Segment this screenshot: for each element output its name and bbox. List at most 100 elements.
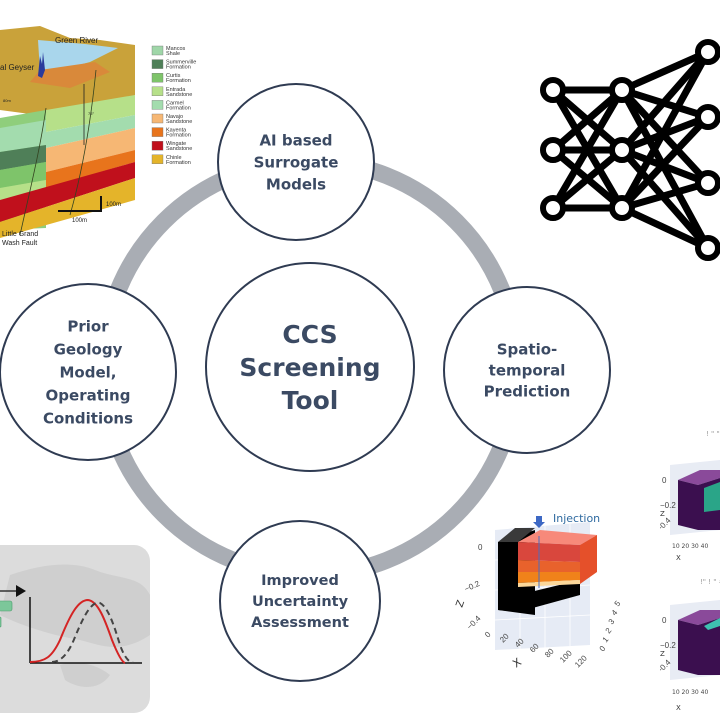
block-top	[678, 610, 720, 625]
scale-bar	[58, 196, 102, 212]
terrain-orange	[30, 62, 110, 88]
y-tick: 0	[598, 644, 608, 654]
label-distance: 80m	[3, 98, 11, 103]
nn-node	[695, 104, 720, 130]
plume-layer-4	[518, 580, 580, 587]
z-tick: −0.2	[660, 641, 676, 650]
label-scale-horizontal: 100m	[72, 218, 87, 224]
z-axis-label: Z	[660, 510, 665, 518]
nn-edge	[620, 48, 710, 94]
plume-layer-3	[518, 572, 580, 583]
block-front	[678, 620, 698, 675]
nn-node	[609, 77, 635, 103]
node-bottom-label-line: Uncertainty	[252, 594, 349, 610]
block-black-top	[498, 528, 535, 542]
legend-label: Kayenta	[166, 128, 187, 134]
z-tick: 0	[662, 616, 667, 625]
node-right-circle	[443, 286, 611, 454]
nn-edge	[620, 204, 710, 252]
block-side	[698, 618, 720, 675]
x-ticks: 10 20 30 40	[672, 689, 708, 696]
node-left-label-line: Model,	[60, 363, 117, 381]
green-box	[0, 616, 2, 628]
y-tick: 5	[613, 599, 623, 609]
node-right-label-line: temporal	[489, 361, 566, 379]
legend-swatch	[151, 113, 164, 124]
node-bottom-circle	[219, 520, 381, 682]
plume-teal	[704, 618, 720, 630]
nn-edge	[618, 50, 712, 210]
block-front	[678, 480, 698, 530]
node-right-label-line: Prediction	[484, 382, 571, 400]
legend-label: Entrada	[166, 87, 186, 93]
prior-distribution-curve	[29, 598, 126, 664]
node-left-circle	[0, 283, 177, 461]
y-tick: 3	[607, 617, 617, 627]
node-left-label-line: Geology	[54, 340, 123, 358]
legend-swatch	[151, 86, 164, 97]
nn-node	[540, 195, 566, 221]
label-fault-2: Wash Fault	[2, 240, 37, 247]
center-node-circle	[205, 262, 415, 472]
legend-label: Formation	[166, 78, 191, 84]
legend-label: Formation	[166, 133, 191, 139]
layer-summerville-front	[0, 145, 46, 170]
block-black-bottom	[498, 580, 580, 612]
injection-arrow-icon	[533, 516, 545, 528]
uncertainty-distribution-figure	[0, 545, 150, 713]
label-green-river: Green River	[55, 36, 98, 45]
arrow-head-icon	[16, 585, 26, 597]
legend-swatch	[151, 154, 164, 165]
x-ticks: 10 20 30 40	[672, 543, 708, 550]
node-left-label-line: Operating	[46, 386, 131, 404]
layer-side-chinle	[0, 178, 135, 238]
legend-label: Curtis	[166, 73, 181, 79]
nn-edge	[621, 179, 709, 212]
injection-label: Injection	[553, 512, 600, 525]
legend-label: Sandstone	[166, 146, 192, 152]
label-angle: 75°	[88, 111, 94, 116]
z-tick: 0	[662, 476, 667, 485]
layer-side-navajo	[46, 128, 135, 172]
posterior-distribution-curve	[51, 601, 135, 664]
x-tick: 0	[483, 630, 493, 640]
plume-layer-1	[518, 542, 580, 562]
legend-label: Sandstone	[166, 119, 192, 125]
x-axis-label: X	[676, 554, 681, 562]
layer-carmel-front	[0, 120, 46, 152]
node-left-label-line: Prior	[67, 317, 109, 335]
legend-label: Sandstone	[166, 92, 192, 98]
nn-node	[609, 137, 635, 163]
block-top	[678, 470, 720, 485]
plume-teal	[704, 482, 720, 512]
node-bottom-label-line: Improved	[261, 573, 339, 589]
plot-title-faint: ! " "	[706, 430, 720, 438]
legend-swatch	[151, 127, 164, 137]
layer-side-kayenta	[46, 150, 135, 188]
legend-label: Mancos	[166, 46, 186, 52]
nn-edge	[619, 114, 711, 211]
y-tick: 1	[601, 635, 611, 645]
nn-edge	[550, 147, 625, 211]
plot-title-faint: !" ! " #	[700, 578, 720, 586]
legend-label: Formation	[166, 65, 191, 71]
center-node-label-line: Tool	[282, 386, 339, 415]
side-3d-plots: ! " " 0 −0.2 −0.4 Z X 10 20 30 40 !" ! "…	[660, 430, 720, 712]
node-right-label-line: Spatio-	[497, 340, 558, 358]
river-shape	[38, 40, 118, 72]
nn-node	[695, 170, 720, 196]
y-tick: 2	[604, 626, 614, 636]
legend-swatch	[151, 72, 164, 83]
z-axis-label: Z	[454, 599, 467, 609]
z-axis-label: Z	[660, 650, 665, 658]
legend-label: Summerville	[166, 60, 196, 66]
world-map-landmass	[0, 564, 150, 647]
node-top-label-line: AI based	[259, 131, 332, 149]
node-top-label-line: Surrogate	[254, 153, 339, 171]
nn-node	[695, 235, 720, 261]
